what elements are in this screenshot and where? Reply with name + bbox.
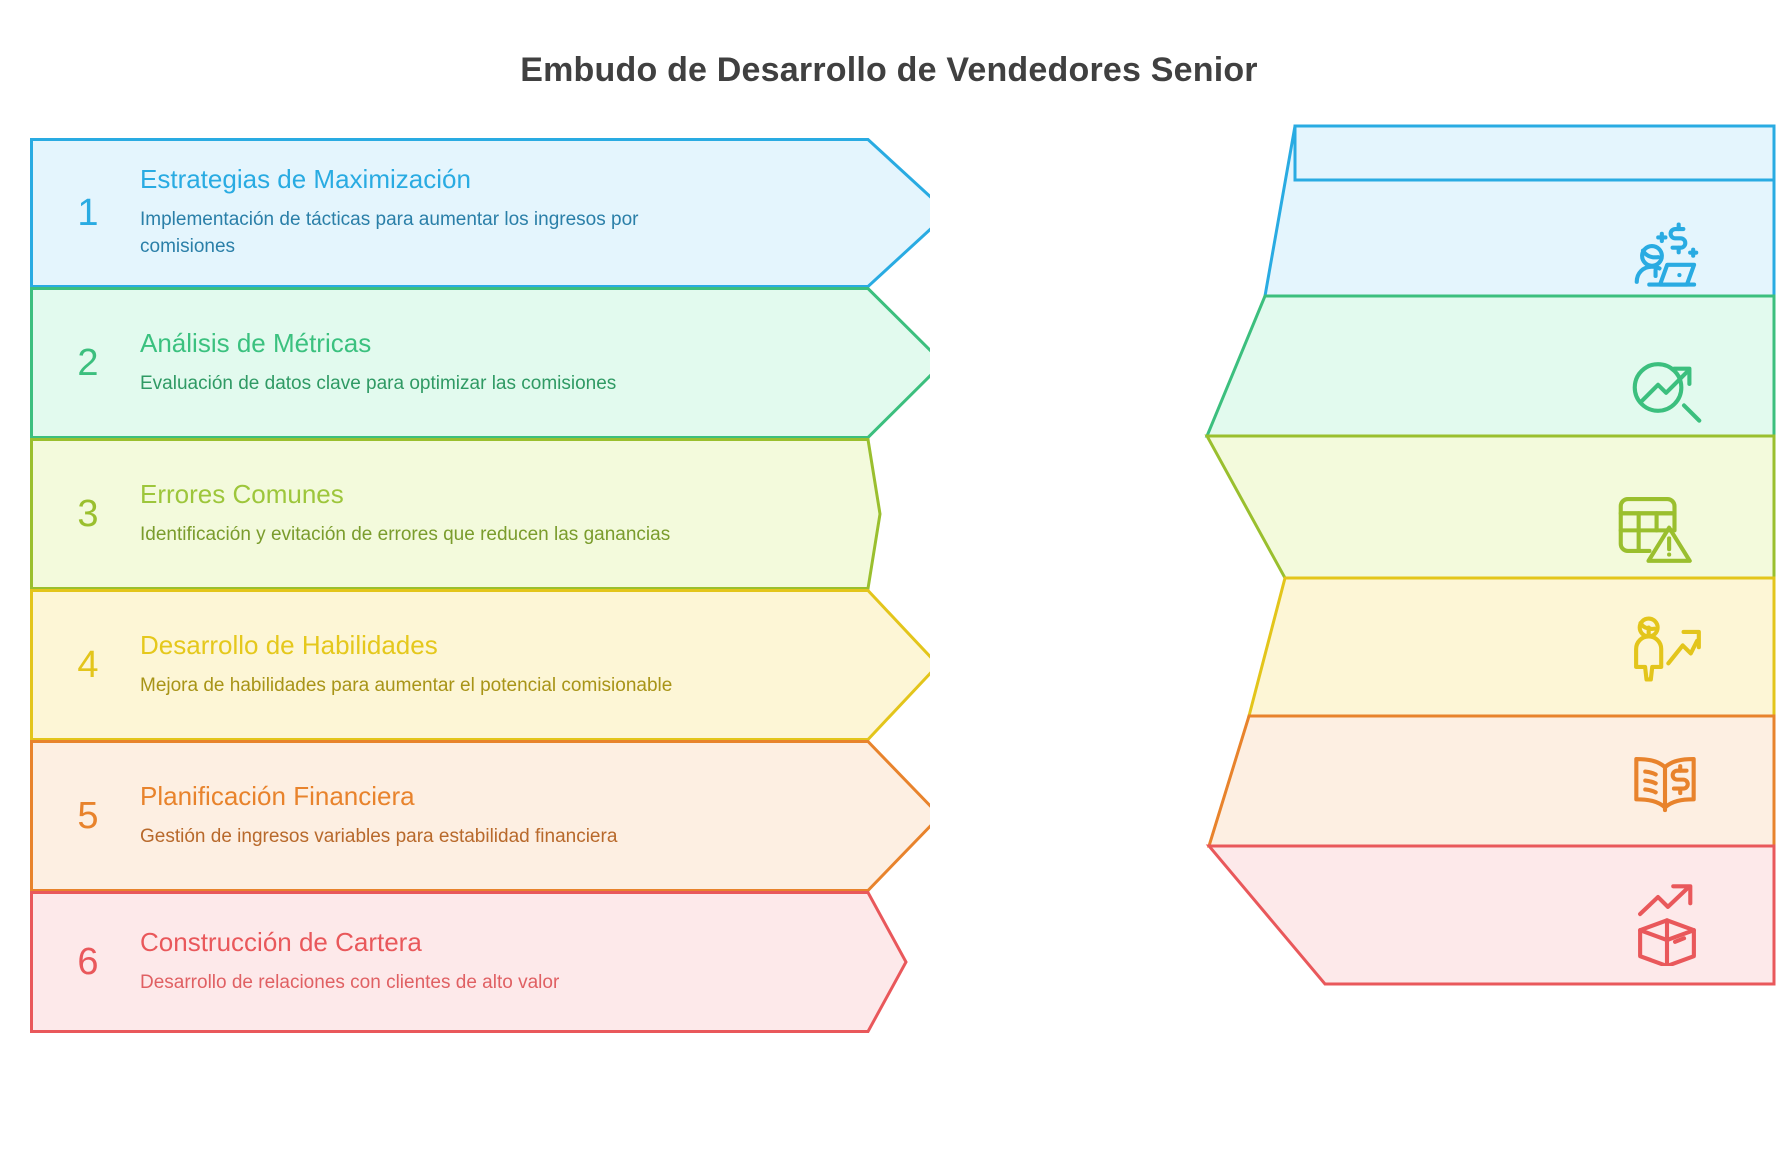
person-laptop-money-icon	[1626, 212, 1712, 298]
stage-chevron-shape	[30, 740, 930, 892]
stage-title: Construcción de Cartera	[140, 926, 422, 957]
open-box-trend-icon	[1624, 880, 1710, 969]
stage-number: 5	[77, 795, 99, 837]
table-warning-icon	[1610, 482, 1696, 568]
stage-number: 1	[77, 192, 99, 234]
stage-chevron-shape	[30, 287, 930, 439]
stage-title: Estrategias de Maximización	[140, 164, 471, 195]
stage-description: Gestión de ingresos variables para estab…	[140, 825, 618, 847]
stage-description: Evaluación de datos clave para optimizar…	[140, 372, 617, 394]
stage-title: Análisis de Métricas	[140, 327, 372, 358]
stage-title: Desarrollo de Habilidades	[140, 629, 438, 660]
stage-description: Mejora de habilidades para aumentar el p…	[140, 674, 673, 696]
stage-number: 2	[77, 342, 99, 384]
funnel-segment[interactable]	[1205, 844, 1776, 986]
funnel-top-cap	[1293, 124, 1776, 182]
funnel-diagram	[1185, 120, 1778, 1144]
stage-title: Planificación Financiera	[140, 780, 415, 811]
stage-title: Errores Comunes	[140, 478, 344, 509]
stage-number: 3	[77, 493, 99, 535]
person-growth-arrow-icon	[1620, 606, 1706, 692]
stage-description: Identificación y evitación de errores qu…	[140, 523, 671, 545]
stage-number: 4	[77, 644, 99, 686]
stage-chevron-shape	[30, 589, 930, 741]
stage-chevron-shape	[30, 138, 930, 288]
magnifier-trend-icon	[1624, 340, 1710, 426]
stage-number: 6	[77, 941, 99, 983]
page-title: Embudo de Desarrollo de Vendedores Senio…	[520, 50, 1258, 89]
stage-chevron-shape	[30, 438, 930, 590]
stage-chevron-shape	[30, 891, 930, 1033]
stage-description: Desarrollo de relaciones con clientes de…	[140, 971, 560, 993]
stage-description: Implementación de tácticas para aumentar…	[140, 208, 639, 258]
open-book-dollar-icon	[1622, 742, 1708, 828]
